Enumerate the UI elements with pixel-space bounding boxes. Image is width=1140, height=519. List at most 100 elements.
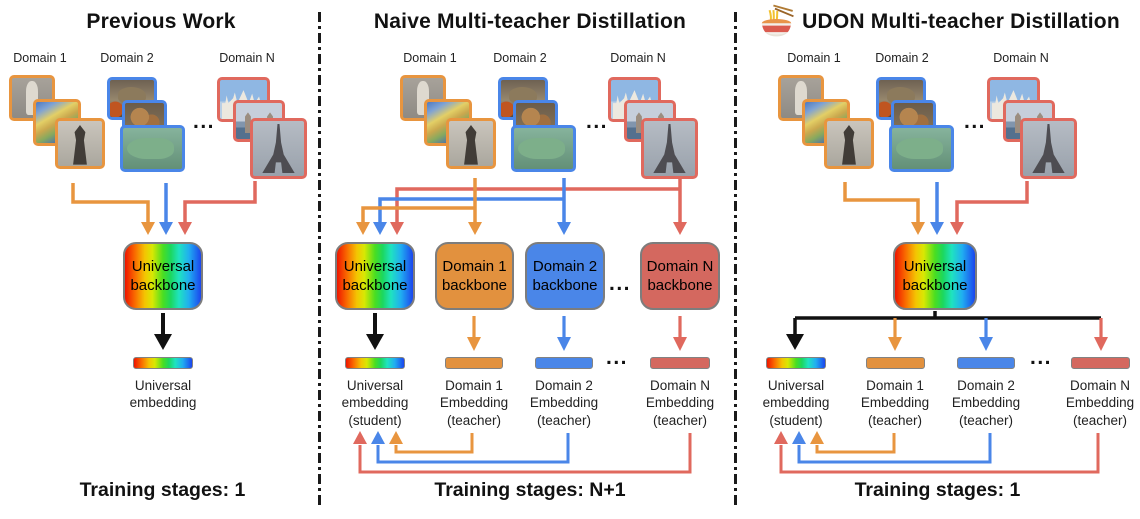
panel2-orange-head-universal: [356, 222, 370, 235]
panel2-domain1-distill-arrowhead: [389, 431, 403, 444]
panel2-training-stages: Training stages: N+1: [434, 479, 626, 501]
panel1-domain2-arrowhead: [159, 222, 173, 235]
panel3-domainN-embedding-bar: [1071, 357, 1130, 369]
panel2-domain2-label: Domain 2: [493, 51, 547, 65]
panel3-output-tree: [786, 311, 1108, 351]
panel3-embedding-ellipsis: ...: [1030, 346, 1053, 369]
panel2-universal-backbone: Universal backbone: [335, 242, 415, 310]
sphinx-image: [446, 118, 496, 169]
panel3-domain1-distill-arrow: [815, 433, 896, 454]
panel2-domainN-backbone: Domain N backbone: [640, 242, 720, 310]
panel1-domain1-input-arrow: [71, 183, 150, 223]
panel2-blue-head-universal: [373, 222, 387, 235]
panel2-universal-embedding-label: Universal embedding (student): [341, 378, 409, 428]
panel3-domain1-embedding-label: Domain 1 Embedding (teacher): [860, 378, 930, 428]
panel-divider-left: [318, 12, 321, 508]
panel2-domainN-label: Domain N: [610, 51, 666, 65]
panel3-title: UDON Multi-teacher Distillation: [802, 10, 1120, 33]
panel1-domain1-arrowhead: [141, 222, 155, 235]
panel1-domain1-label: Domain 1: [13, 51, 67, 65]
panel3-domainN-distill-arrow: [779, 433, 1100, 474]
panel2-blue-head-domain2: [557, 222, 571, 235]
panel1-universal-embedding-bar: [133, 357, 193, 369]
panel3-domain2-image-stack: [876, 77, 980, 181]
panel2-domain2-image-stack: [498, 77, 602, 181]
panel2-domainN-distill-arrow: [358, 433, 692, 474]
fish-image: [511, 125, 576, 172]
panel1-output-arrow: [154, 313, 172, 350]
panel2-input-arrows: [356, 178, 687, 235]
panel2-domain1-distill-arrow: [394, 433, 474, 454]
panel3-domainN-output-arrowhead: [1094, 337, 1108, 351]
fish-image: [120, 125, 185, 172]
panel3-domain1-output-arrowhead: [888, 337, 902, 351]
panel3-domain2-distill-arrowhead: [792, 431, 806, 444]
panel1-domainN-label: Domain N: [219, 51, 275, 65]
panel2-distillation-arrows: [353, 431, 692, 474]
panel3-title-row: UDON Multi-teacher Distillation: [740, 2, 1138, 42]
panel1-stack-ellipsis: ...: [193, 110, 216, 133]
panel3-domain2-label: Domain 2: [875, 51, 929, 65]
panel2-domainN-image-stack: [608, 77, 712, 181]
panel3-domain1-embedding-bar: [866, 357, 925, 369]
noodle-bowl-icon: [761, 4, 794, 36]
panel3-universal-backbone: Universal backbone: [893, 242, 977, 310]
panel2-red-head-domainN: [673, 222, 687, 235]
panel2-domain1-embedding-label: Domain 1 Embedding (teacher): [439, 378, 509, 428]
panel2-domain1-label: Domain 1: [403, 51, 457, 65]
panel2-domain2-distill-arrowhead: [371, 431, 385, 444]
panel3-domainN-distill-arrowhead: [774, 431, 788, 444]
eiffel-tower-image: [641, 118, 698, 179]
panel3-domain1-image-stack: [778, 75, 882, 179]
panel2-domain2-embedding-label: Domain 2 Embedding (teacher): [529, 378, 599, 428]
panel2-universal-embedding-bar: [345, 357, 405, 369]
panel1-domain2-image-stack: [107, 77, 211, 181]
panel2-domain1-input-arrow: [361, 178, 477, 223]
panel3-domain1-distill-arrowhead: [810, 431, 824, 444]
panel3-domainN-embedding-label: Domain N Embedding (teacher): [1065, 378, 1135, 428]
panel2-stack-ellipsis: ...: [586, 110, 609, 133]
panel1-domainN-image-stack: [217, 77, 321, 181]
panel2-embedding-ellipsis: ...: [606, 346, 629, 369]
eiffel-tower-image: [250, 118, 307, 179]
panel2-domainN-distill-arrowhead: [353, 431, 367, 444]
panel1-training-stages: Training stages: 1: [79, 479, 246, 501]
panel3-training-stages: Training stages: 1: [854, 479, 1021, 501]
panel3-domain2-embedding-bar: [957, 357, 1015, 369]
panel2-domain2-output-arrowhead: [557, 337, 571, 351]
panel3-domain2-output-arrowhead: [979, 337, 993, 351]
panel2-domain1-backbone: Domain 1 backbone: [435, 242, 514, 310]
sphinx-image: [55, 118, 105, 169]
panel2-domain2-backbone: Domain 2 backbone: [525, 242, 605, 310]
panel3-domain1-arrowhead: [911, 222, 925, 235]
fish-image: [889, 125, 954, 172]
sphinx-image: [824, 118, 874, 169]
panel1-domain1-image-stack: [9, 75, 113, 179]
panel3-domain1-label: Domain 1: [787, 51, 841, 65]
panel1-domainN-arrowhead: [178, 222, 192, 235]
panel3-universal-embedding-label: Universal embedding (student): [762, 378, 830, 428]
panel3-input-arrows: [843, 181, 1029, 235]
panel2-domainN-input-arrow: [395, 178, 682, 223]
panel2-orange-head-domain1: [468, 222, 482, 235]
panel3-domainN-label: Domain N: [993, 51, 1049, 65]
panel3-universal-output-arrowhead: [786, 334, 804, 350]
panel1-universal-output-arrowhead: [154, 334, 172, 350]
panel3-output-trunk: [793, 311, 1101, 336]
panel3-domainN-image-stack: [987, 77, 1091, 181]
panel3-domain2-arrowhead: [930, 222, 944, 235]
panel2-domain2-input-arrow: [378, 178, 566, 223]
panel2-universal-output-arrowhead: [366, 334, 384, 350]
panel1-universal-backbone: Universal backbone: [123, 242, 203, 310]
panel2-domainN-embedding-label: Domain N Embedding (teacher): [645, 378, 715, 428]
panel1-title: Previous Work: [86, 10, 236, 33]
panel3-universal-embedding-bar: [766, 357, 826, 369]
panel-divider-right: [734, 12, 737, 508]
panel3-domain2-distill-arrow: [797, 433, 992, 464]
panel1-input-arrows: [71, 181, 257, 235]
eiffel-tower-image: [1020, 118, 1077, 179]
panel2-domain2-embedding-bar: [535, 357, 593, 369]
panel2-domain1-image-stack: [400, 75, 504, 179]
panel1-domainN-input-arrow: [183, 181, 257, 223]
